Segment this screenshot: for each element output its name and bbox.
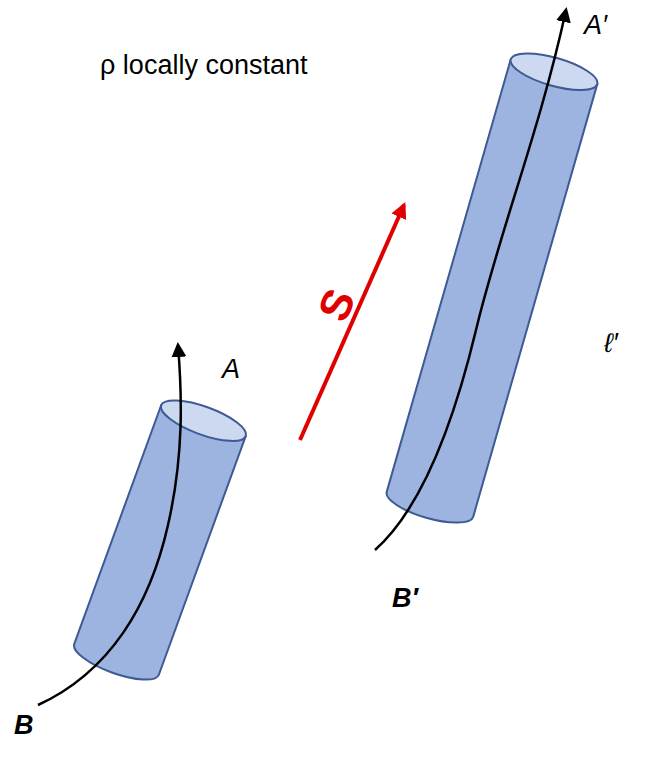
vector-label: S	[311, 283, 363, 328]
note-label: ρ locally constant	[100, 52, 307, 79]
field-line	[375, 10, 566, 550]
area-label: A′	[584, 12, 607, 39]
flux-tube-long	[383, 46, 601, 530]
vector-arrow	[300, 205, 404, 440]
field-label: B′	[392, 585, 418, 612]
length-label: ℓ′	[604, 330, 618, 357]
field-label: B	[14, 712, 34, 739]
flux-tube-short	[69, 392, 250, 688]
area-label: A	[222, 356, 240, 383]
field-line	[38, 345, 181, 705]
